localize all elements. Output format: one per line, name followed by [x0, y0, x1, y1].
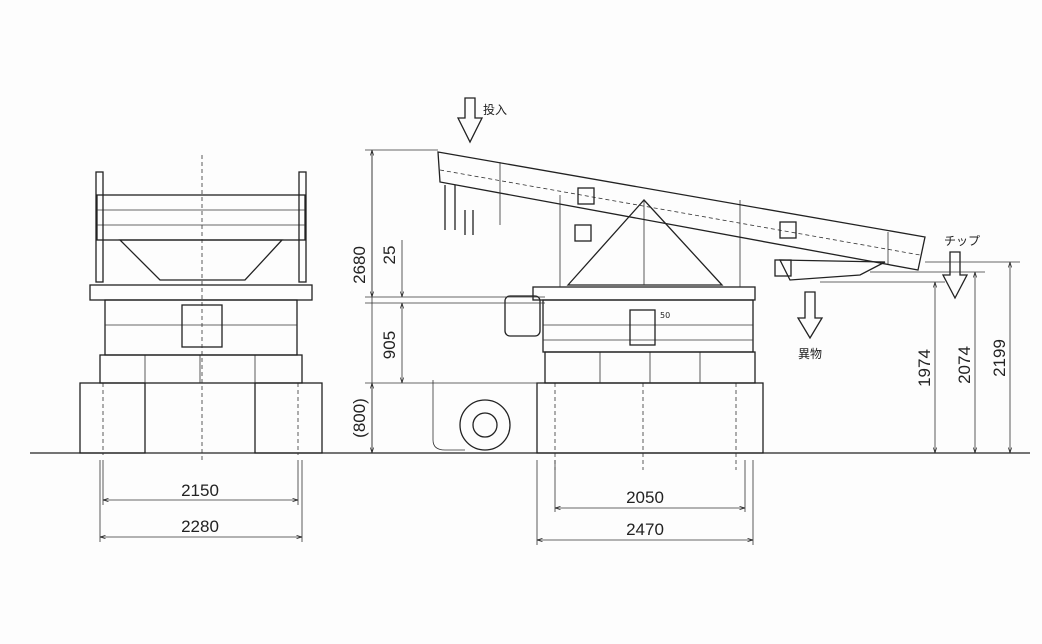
left-foundation [79, 382, 146, 454]
dim-25: 25 [380, 246, 399, 265]
chip-label: チップ [944, 234, 980, 248]
input-label: 投入 [483, 102, 507, 117]
spring-mount [774, 259, 792, 277]
drive-unit [629, 309, 656, 346]
dim-2150: 2150 [181, 481, 219, 500]
spring-mount [574, 224, 592, 242]
side-motor [504, 295, 541, 337]
dim-905: 905 [380, 331, 399, 359]
front-view: 2150 2280 [79, 155, 323, 542]
foreign-arrow: 異物 [796, 291, 824, 361]
side-top-plate [532, 286, 756, 301]
front-deck [96, 194, 306, 241]
input-arrow-icon [456, 97, 484, 144]
front-top-plate [89, 284, 313, 301]
dim-2470: 2470 [626, 520, 664, 539]
height-dimensions-right: 1974 2074 2199 [820, 261, 1020, 453]
height-dimensions-left: 2680 25 905 (800) [350, 149, 545, 453]
support-truss [566, 199, 724, 286]
foreign-label: 異物 [798, 347, 822, 361]
dim-2050: 2050 [626, 488, 664, 507]
chip-chute [778, 259, 886, 281]
dim-2199: 2199 [990, 339, 1009, 377]
spring-mount [779, 221, 797, 239]
dim-1974: 1974 [915, 349, 934, 387]
chip-arrow-icon [941, 251, 969, 300]
side-view: 50 2050 2470 [432, 151, 926, 545]
dim-2074: 2074 [955, 346, 974, 384]
spring-mount [577, 187, 595, 205]
dim-2280: 2280 [181, 517, 219, 536]
foreign-arrow-icon [796, 291, 824, 340]
air-duct [444, 185, 474, 235]
side-mid-frame [542, 299, 754, 353]
front-left-post [95, 171, 104, 283]
dim-2680: 2680 [350, 246, 369, 284]
chip-arrow: チップ [941, 234, 980, 300]
dim-800: (800) [350, 398, 369, 438]
side-foundation [536, 382, 764, 454]
front-right-post [298, 171, 307, 283]
input-arrow: 投入 [456, 97, 507, 144]
note-50: 50 [660, 311, 670, 320]
blower [459, 399, 511, 451]
front-base-frame [99, 354, 303, 384]
inclined-screen-deck [437, 151, 926, 271]
front-hopper [118, 239, 284, 281]
blower-duct [432, 380, 465, 451]
right-foundation [254, 382, 323, 454]
